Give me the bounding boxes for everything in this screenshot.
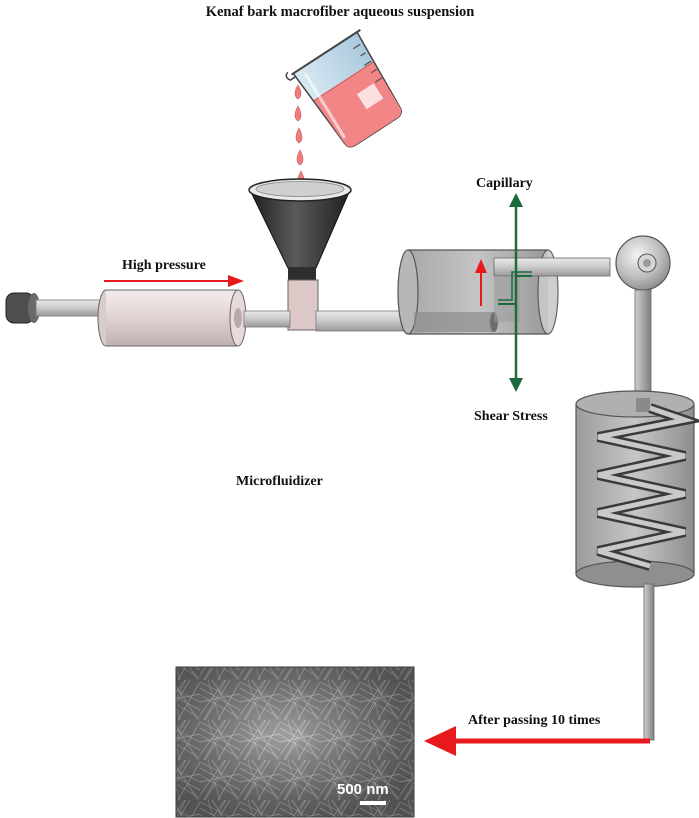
capillary-arrow bbox=[509, 193, 523, 300]
microfluidizer-label: Microfluidizer bbox=[236, 474, 323, 489]
after-passing-label: After passing 10 times bbox=[468, 713, 601, 728]
main-pipe-left bbox=[243, 310, 291, 328]
scale-bar-label: 500 nm bbox=[337, 781, 389, 798]
shear-stress-arrow bbox=[509, 300, 523, 392]
capillary-label: Capillary bbox=[476, 176, 533, 191]
piston-pump-icon bbox=[97, 289, 247, 347]
heat-exchanger-coil-icon bbox=[575, 390, 699, 588]
interaction-chamber-icon bbox=[397, 249, 611, 335]
title-label: Kenaf bark macrofiber aqueous suspension bbox=[206, 4, 475, 20]
vertical-pipe-lower bbox=[643, 583, 655, 741]
main-pipe-right bbox=[315, 310, 413, 332]
sem-micrograph-image: 500 nm bbox=[175, 666, 415, 818]
flow-arrow-red bbox=[475, 259, 487, 306]
high-pressure-arrow bbox=[104, 275, 244, 287]
scale-bar bbox=[360, 801, 386, 805]
high-pressure-label: High pressure bbox=[122, 258, 206, 273]
beaker-icon bbox=[285, 29, 402, 148]
piston-knob bbox=[5, 292, 105, 324]
shear-stress-label: Shear Stress bbox=[474, 409, 548, 424]
vertical-pipe-upper bbox=[634, 289, 652, 401]
output-arrow bbox=[424, 726, 650, 756]
funnel-icon bbox=[248, 178, 352, 331]
valve-icon bbox=[615, 235, 671, 291]
